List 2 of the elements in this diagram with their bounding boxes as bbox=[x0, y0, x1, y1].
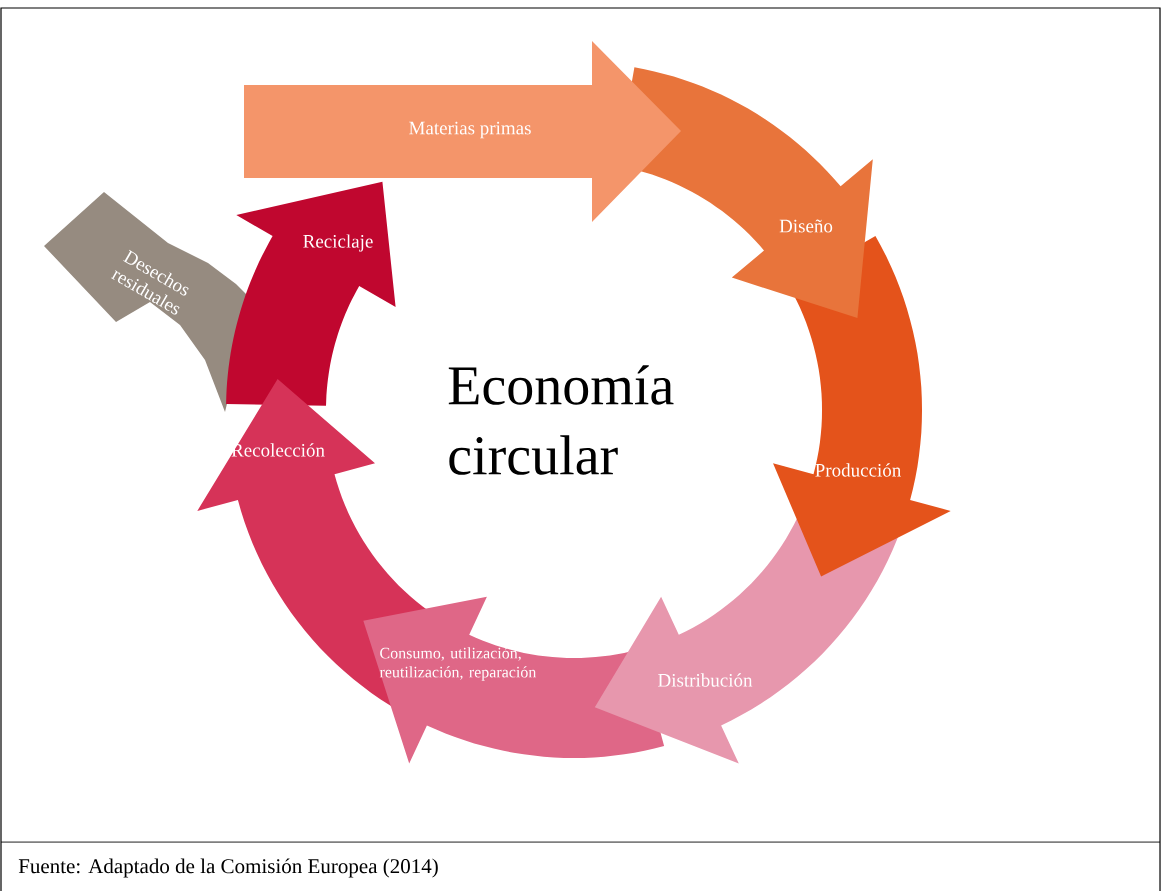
source-caption: Fuente: Adaptado de la Comisión Europea (2014) bbox=[18, 858, 438, 878]
center-title: Economía circular bbox=[448, 365, 674, 475]
